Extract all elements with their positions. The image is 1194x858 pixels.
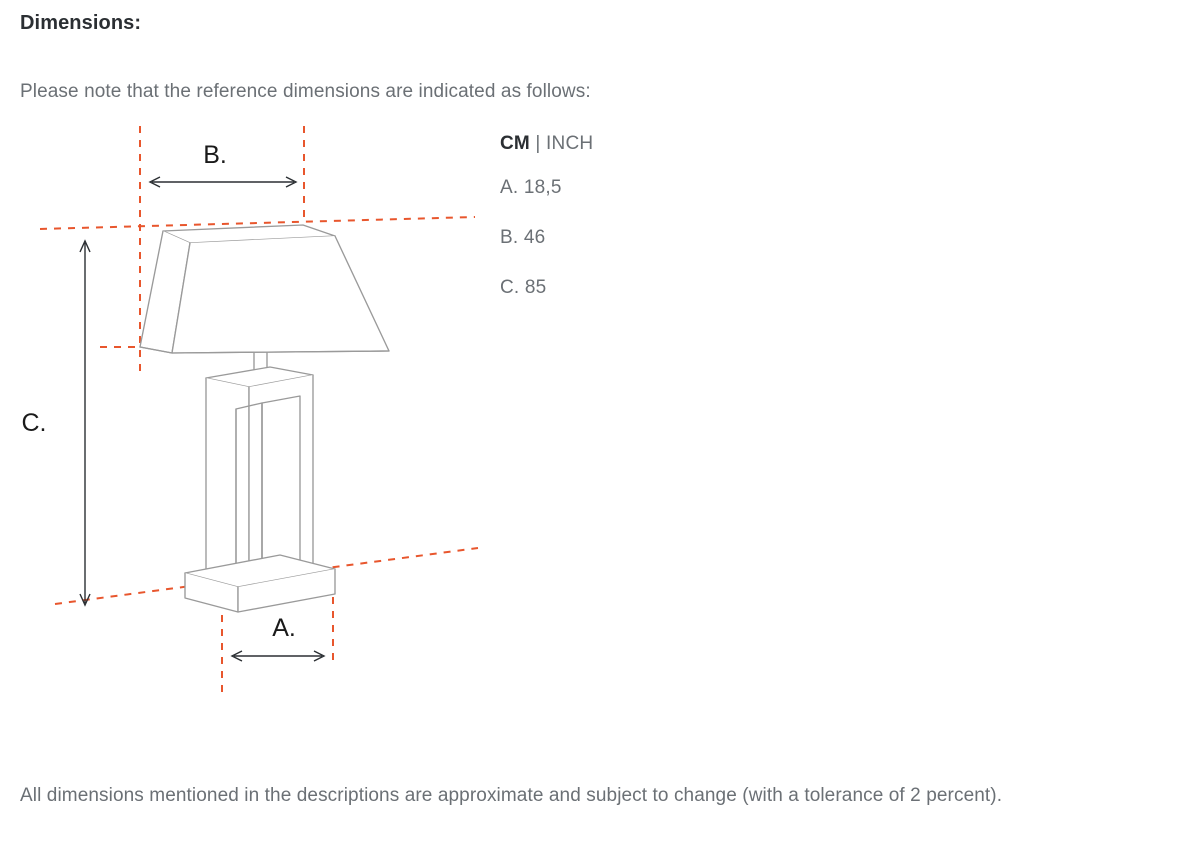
dimension-arrow-c-head-top: [79, 239, 91, 253]
column-top-face-fill: [206, 367, 313, 387]
dimension-arrow-a-head-right: [313, 650, 326, 662]
lamp-diagram-svg: B. C. A.: [22, 126, 479, 694]
legend-row-c: C. 85: [500, 277, 547, 298]
base-front-face: [237, 568, 336, 613]
legend-row-a: A. 18,5: [500, 177, 562, 198]
dimension-label-c: C.: [22, 409, 47, 437]
base-left-face-fill: [185, 573, 238, 612]
base-front-face-fill: [238, 569, 335, 612]
shade-front-panel-fill: [172, 236, 389, 353]
column-left-face-fill: [206, 378, 249, 591]
dimension-legend: CM | INCH A. 18,5 B. 46 C. 85: [500, 131, 800, 325]
dimension-label-a: A.: [272, 614, 296, 642]
legend-row-b: B. 46: [500, 227, 546, 248]
shade-bottom-edge: [139, 346, 390, 354]
footnote-text: All dimensions mentioned in the descript…: [20, 785, 1003, 806]
dimension-arrow-b-head-right: [285, 176, 298, 188]
legend-unit-cm: CM: [500, 133, 530, 154]
column-front-face-fill: [249, 375, 313, 591]
guide-top-diagonal: [39, 216, 476, 230]
dimension-label-b: B.: [203, 141, 227, 169]
intro-text: Please note that the reference dimension…: [20, 81, 591, 102]
legend-unit-separator: |: [529, 133, 547, 154]
dimension-arrow-b-head-left: [148, 176, 161, 188]
legend-units: CM | INCH: [500, 131, 800, 157]
shade-left-panel-fill: [140, 231, 190, 353]
base-top-face-fill: [185, 555, 335, 587]
lamp-dimension-figure: B. C. A.: [0, 121, 520, 721]
dimension-arrow-a-head-left: [230, 650, 243, 662]
legend-unit-inch: INCH: [546, 133, 594, 154]
page-title: Dimensions:: [20, 12, 142, 34]
dimension-arrow-c-head-bottom: [79, 593, 91, 607]
dimensions-diagram-area: B. C. A. CM | INCH A. 18,5 B. 46 C. 85: [20, 121, 1174, 721]
